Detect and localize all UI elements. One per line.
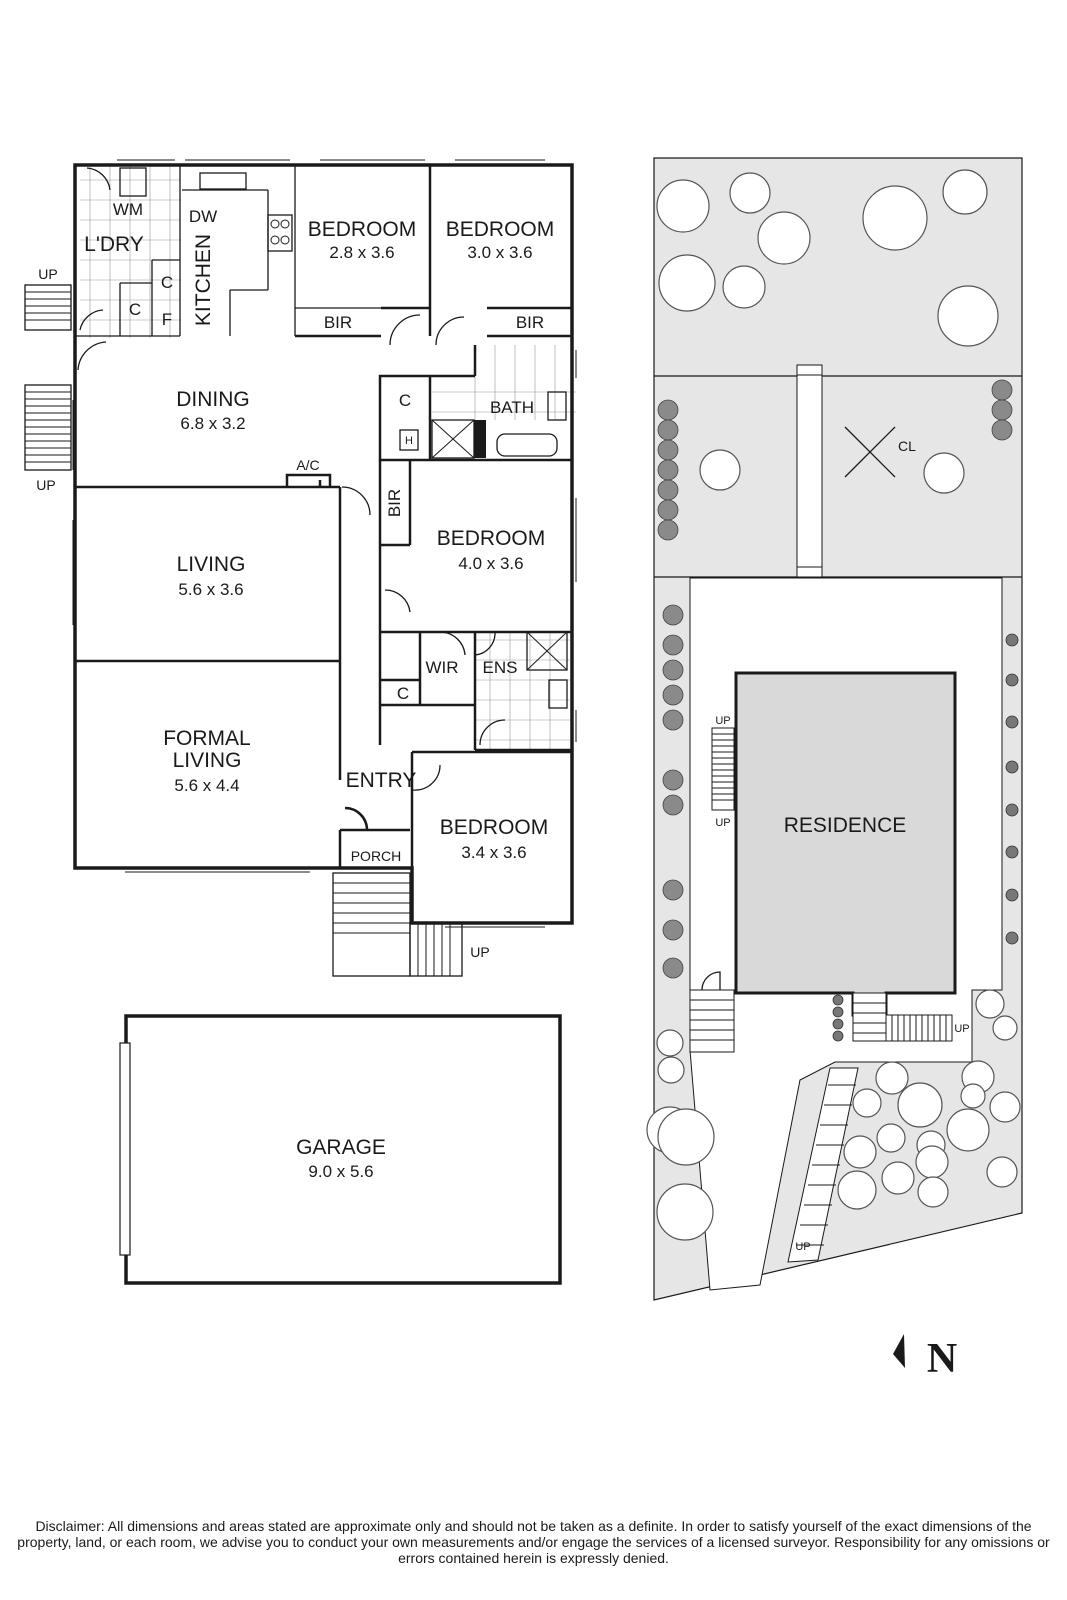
svg-text:ENTRY: ENTRY	[346, 769, 417, 792]
residence-label: RESIDENCE	[784, 814, 907, 837]
svg-text:2.8 x 3.6: 2.8 x 3.6	[329, 243, 394, 262]
formal-living-line2: LIVING	[173, 749, 242, 772]
svg-text:UP: UP	[470, 944, 489, 960]
svg-text:3.0 x 3.6: 3.0 x 3.6	[467, 243, 532, 262]
svg-text:5.6 x 3.6: 5.6 x 3.6	[178, 580, 243, 599]
outer-wall	[73, 163, 574, 925]
svg-text:9.0 x 5.6: 9.0 x 5.6	[308, 1162, 373, 1181]
site-rear-stairs: UP	[852, 992, 970, 1042]
svg-text:BIR: BIR	[516, 313, 544, 332]
site-shed	[689, 971, 735, 1053]
svg-text:DINING: DINING	[176, 388, 250, 411]
svg-text:C: C	[129, 300, 141, 319]
laundry-tiles	[80, 166, 180, 338]
svg-text:BATH: BATH	[490, 398, 534, 417]
disclaimer: Disclaimer: All dimensions and areas sta…	[17, 1518, 1050, 1566]
svg-text:ENS: ENS	[483, 658, 518, 677]
svg-text:GARAGE: GARAGE	[296, 1136, 386, 1159]
svg-text:UP: UP	[795, 1241, 810, 1253]
site-front-path: UP	[787, 1067, 859, 1263]
svg-text:DW: DW	[189, 207, 217, 226]
svg-text:F: F	[162, 310, 172, 329]
svg-text:BIR: BIR	[385, 489, 404, 517]
svg-text:UP: UP	[715, 817, 730, 829]
svg-text:BEDROOM: BEDROOM	[446, 218, 555, 241]
svg-text:C: C	[399, 391, 411, 410]
site-side-stairs: UP UP	[711, 715, 735, 829]
site-plan: RESIDENCE UP UP UP UP	[646, 157, 1023, 1301]
svg-text:A/C: A/C	[296, 457, 319, 473]
svg-text:5.6 x 4.4: 5.6 x 4.4	[174, 776, 239, 795]
svg-text:UP: UP	[954, 1023, 969, 1035]
svg-text:3.4 x 3.6: 3.4 x 3.6	[461, 843, 526, 862]
porch-stairs: UP	[332, 872, 490, 977]
hedge-left	[657, 379, 1013, 979]
svg-text:WIR: WIR	[425, 658, 458, 677]
svg-text:KITCHEN: KITCHEN	[192, 234, 215, 326]
svg-text:UP: UP	[715, 715, 730, 727]
hedge-right	[832, 633, 1019, 1042]
formal-living-line1: FORMAL	[163, 727, 251, 750]
svg-text:C: C	[161, 273, 173, 292]
svg-text:L'DRY: L'DRY	[84, 233, 144, 256]
svg-text:LIVING: LIVING	[177, 553, 246, 576]
svg-text:BEDROOM: BEDROOM	[437, 527, 546, 550]
house-plan: UP UP UP WM L'DRY KITCHEN DW BEDROOM 2.8…	[24, 159, 577, 1285]
svg-text:BIR: BIR	[324, 313, 352, 332]
svg-text:UP: UP	[36, 477, 55, 493]
svg-text:PORCH: PORCH	[351, 848, 402, 864]
svg-text:CL: CL	[898, 438, 916, 454]
bath-tiles	[432, 345, 576, 750]
svg-text:WM: WM	[113, 200, 143, 219]
trees	[646, 169, 1021, 1241]
svg-text:C: C	[397, 684, 409, 703]
north-arrow: N	[893, 1334, 957, 1382]
svg-text:H: H	[405, 435, 413, 447]
svg-text:4.0 x 3.6: 4.0 x 3.6	[458, 554, 523, 573]
svg-text:6.8 x 3.2: 6.8 x 3.2	[180, 414, 245, 433]
svg-text:N: N	[927, 1336, 957, 1382]
svg-text:BEDROOM: BEDROOM	[440, 816, 549, 839]
laundry-stairs: UP UP	[24, 266, 72, 493]
clothesline-icon: CL	[844, 426, 916, 478]
residence	[734, 671, 957, 1017]
svg-text:BEDROOM: BEDROOM	[308, 218, 417, 241]
garden-path	[796, 364, 823, 578]
svg-text:UP: UP	[38, 266, 57, 282]
